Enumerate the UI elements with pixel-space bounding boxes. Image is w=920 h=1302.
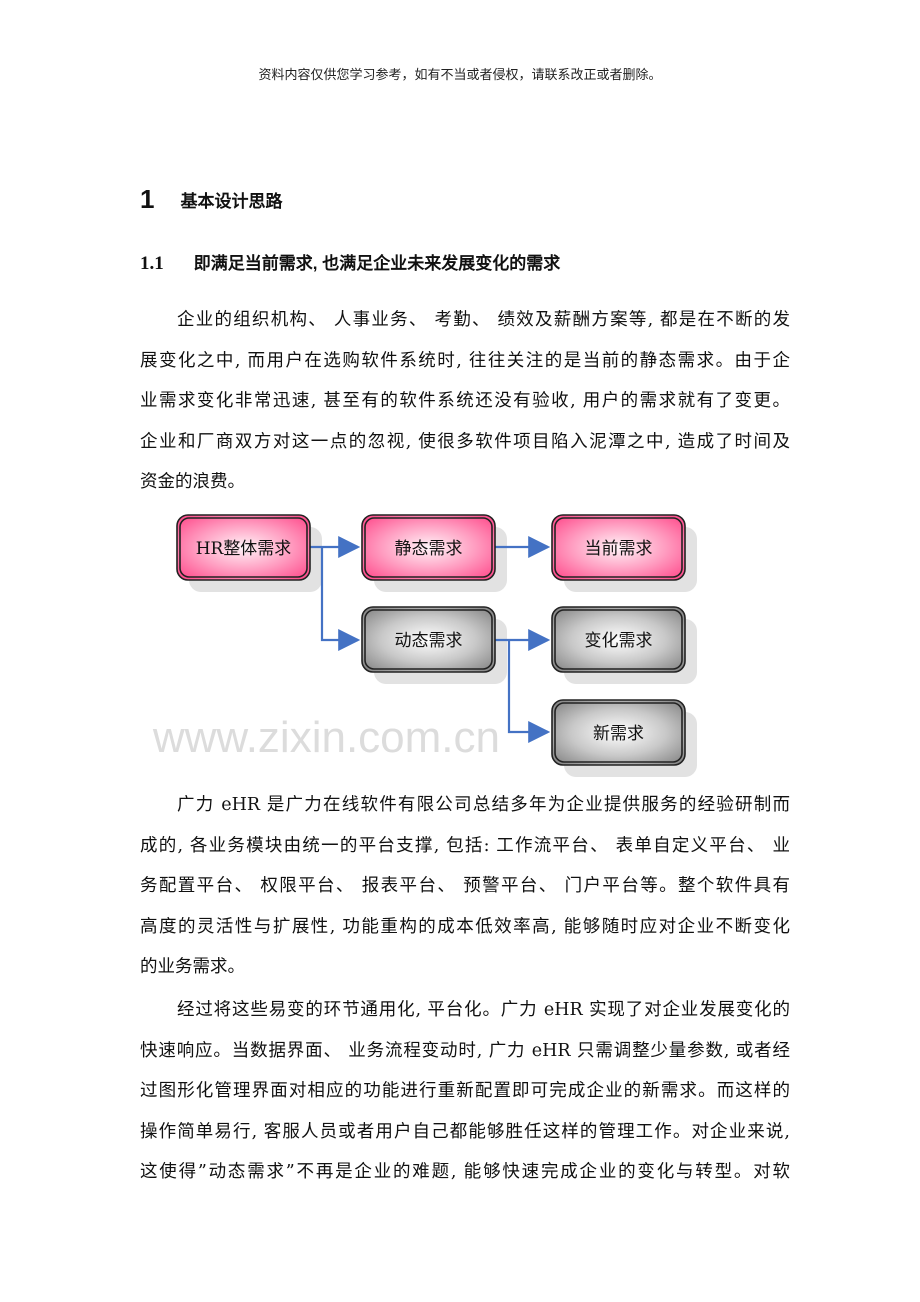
paragraph-line: 操作简单易行, 客服人员或者用户自己都能够胜任这样的管理工作。对企业来说,	[140, 1121, 790, 1142]
paragraph-line: 经过将这些易变的环节通用化, 平台化。广力 eHR 实现了对企业发展变化的	[177, 1000, 790, 1020]
svg-text:动态需求: 动态需求	[395, 631, 463, 651]
node-current: 当前需求	[551, 514, 686, 581]
paragraph-2: 广力 eHR 是广力在线软件有限公司总结多年为企业提供服务的经验研制而 成的, …	[140, 785, 790, 988]
node-change: 变化需求	[551, 606, 686, 673]
header-notice: 资料内容仅供您学习参考，如有不当或者侵权，请联系改正或者删除。	[258, 68, 662, 83]
paragraph-line: 快速响应。当数据界面、 业务流程变动时, 广力 eHR 只需调整少量参数, 或者…	[140, 1040, 790, 1061]
connector-arrows	[310, 536, 551, 743]
paragraph-line: 展变化之中, 而用户在选购软件系统时, 往往关注的是当前的静态需求。由于企	[140, 350, 790, 371]
section-number: 1	[140, 184, 155, 214]
paragraph-line: 企业和厂商双方对这一点的忽视, 使很多软件项目陷入泥潭之中, 造成了时间及	[140, 431, 790, 452]
subsection-heading: 1.1 即满足当前需求, 也满足企业未来发展变化的需求	[140, 249, 560, 275]
svg-text:新需求: 新需求	[593, 724, 644, 744]
svg-text:静态需求: 静态需求	[395, 539, 463, 559]
section-heading: 1 基本设计思路	[140, 184, 282, 215]
node-new: 新需求	[551, 699, 686, 766]
paragraph-line: 资金的浪费。	[140, 472, 245, 492]
paragraph-line: 务配置平台、 权限平台、 报表平台、 预警平台、 门户平台等。整个软件具有	[140, 876, 790, 896]
arrow-hr-dynamic	[320, 547, 361, 651]
subsection-title: 即满足当前需求, 也满足企业未来发展变化的需求	[193, 254, 561, 273]
node-hr: HR整体需求	[176, 514, 311, 581]
svg-text:变化需求: 变化需求	[585, 631, 653, 651]
paragraph-1: 企业的组织机构、 人事业务、 考勤、 绩效及薪酬方案等, 都是在不断的发 展变化…	[140, 300, 790, 503]
paragraph-line: 过图形化管理界面对相应的功能进行重新配置即可完成企业的新需求。而这样的	[140, 1081, 790, 1101]
paragraph-line: 业需求变化非常迅速, 甚至有的软件系统还没有验收, 用户的需求就有了变更。	[140, 391, 790, 411]
node-static: 静态需求	[361, 514, 496, 581]
paragraph-line: 广力 eHR 是广力在线软件有限公司总结多年为企业提供服务的经验研制而	[177, 795, 790, 815]
paragraph-3: 经过将这些易变的环节通用化, 平台化。广力 eHR 实现了对企业发展变化的 快速…	[140, 990, 790, 1193]
paragraph-line: 成的, 各业务模块由统一的平台支撑, 包括: 工作流平台、 表单自定义平台、 业	[140, 835, 790, 856]
subsection-number: 1.1	[140, 253, 164, 274]
arrow-dynamic-new	[507, 640, 551, 743]
svg-text:HR整体需求: HR整体需求	[196, 539, 292, 559]
node-dynamic: 动态需求	[361, 606, 496, 673]
watermark: www.zixin.com.cn	[152, 713, 500, 762]
paragraph-line: 高度的灵活性与扩展性, 功能重构的成本低效率高, 能够随时应对企业不断变化	[140, 916, 790, 937]
section-title: 基本设计思路	[180, 192, 283, 211]
svg-text:当前需求: 当前需求	[585, 539, 653, 559]
paragraph-line: 的业务需求。	[140, 957, 245, 977]
paragraph-line: 企业的组织机构、 人事业务、 考勤、 绩效及薪酬方案等, 都是在不断的发	[177, 310, 790, 330]
paragraph-line: 这使得”动态需求”不再是企业的难题, 能够快速完成企业的变化与转型。对软	[140, 1162, 790, 1182]
